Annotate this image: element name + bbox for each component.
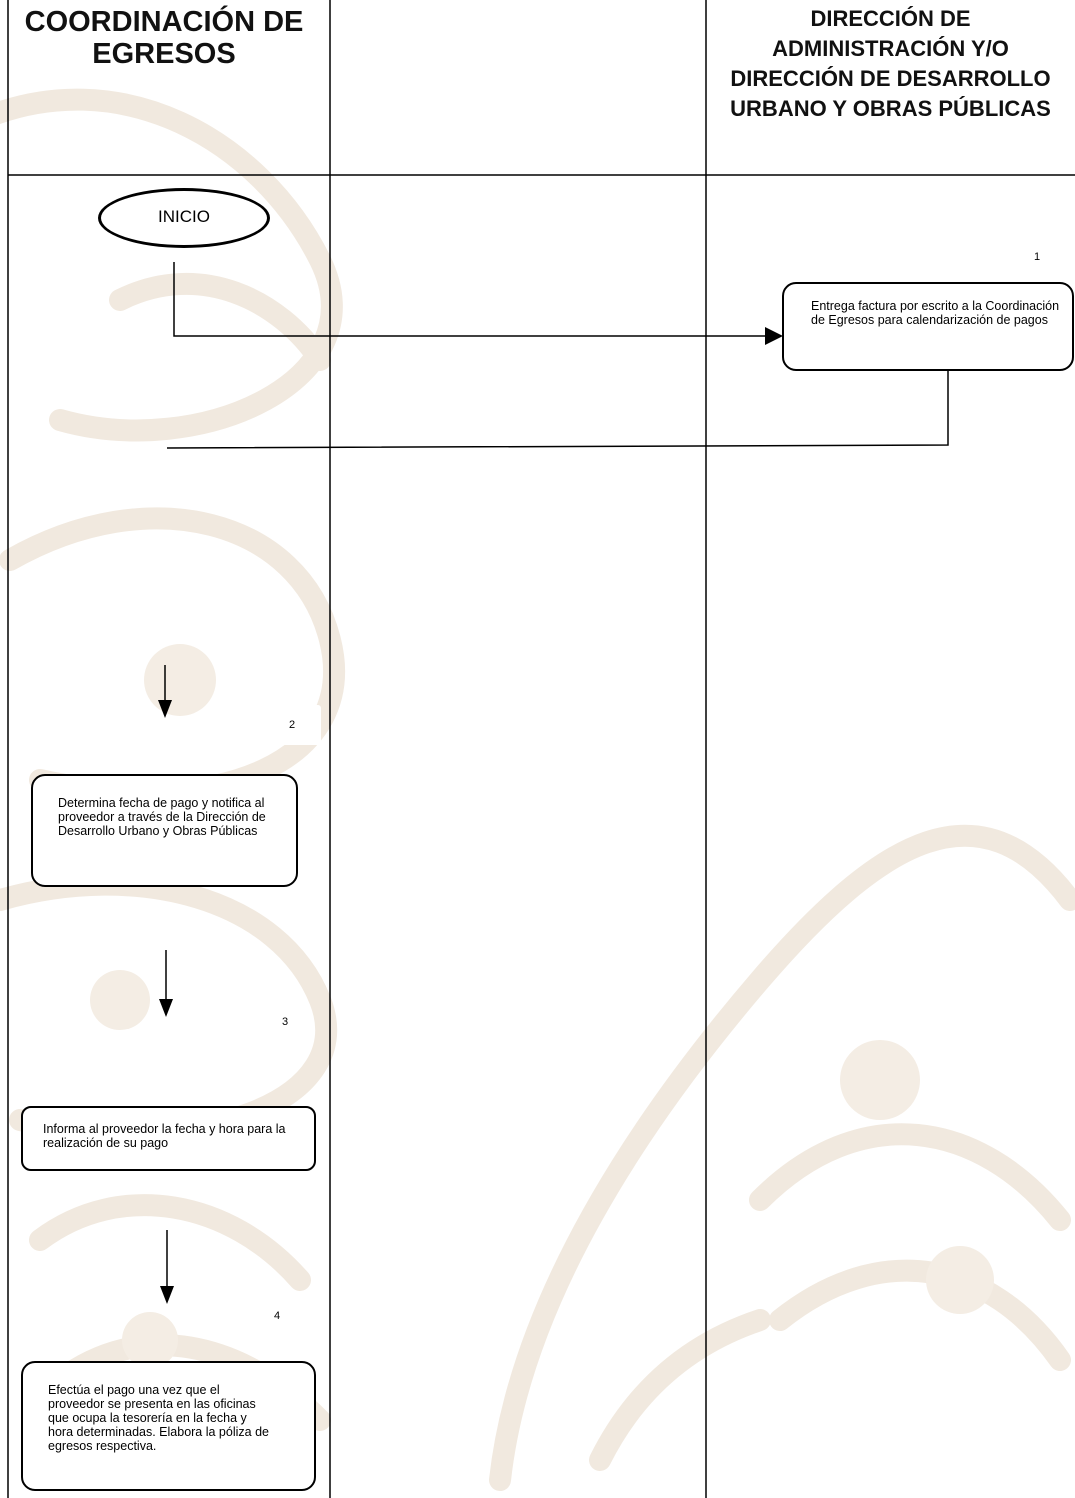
step-number-3-label: 3 <box>282 1016 288 1028</box>
lane-title-coordinacion: COORDINACIÓN DE EGRESOS <box>14 6 314 70</box>
lane-header-direccion: DIRECCIÓN DE ADMINISTRACIÓN Y/O DIRECCIÓ… <box>706 0 1075 179</box>
step-3-text: Informa al proveedor la fecha y hora par… <box>43 1122 286 1150</box>
process-box-step-2: Determina fecha de pago y notifica al pr… <box>31 774 298 887</box>
start-terminator: INICIO <box>98 188 270 248</box>
step-number-4-label: 4 <box>274 1310 280 1322</box>
lane-header-coordinacion-egresos: COORDINACIÓN DE EGRESOS <box>0 0 328 181</box>
lane-header-middle <box>330 0 704 175</box>
step-number-3: 3 <box>263 1004 307 1040</box>
lane-title-direccion: DIRECCIÓN DE ADMINISTRACIÓN Y/O DIRECCIÓ… <box>716 4 1066 124</box>
step-4-text: Efectúa el pago una vez que el proveedor… <box>48 1383 269 1453</box>
step-number-2: 2 <box>263 705 321 745</box>
step-number-4: 4 <box>257 1300 297 1332</box>
step-2-text: Determina fecha de pago y notifica al pr… <box>58 796 266 838</box>
step-number-2-label: 2 <box>289 719 295 731</box>
process-box-step-3: Informa al proveedor la fecha y hora par… <box>21 1106 316 1171</box>
start-label: INICIO <box>158 207 210 245</box>
process-box-step-4: Efectúa el pago una vez que el proveedor… <box>21 1361 316 1491</box>
step-number-1-label: 1 <box>1034 251 1040 263</box>
process-box-step-1: Entrega factura por escrito a la Coordin… <box>782 282 1074 371</box>
step-number-1: 1 <box>1020 244 1054 270</box>
step-1-text: Entrega factura por escrito a la Coordin… <box>811 299 1059 327</box>
